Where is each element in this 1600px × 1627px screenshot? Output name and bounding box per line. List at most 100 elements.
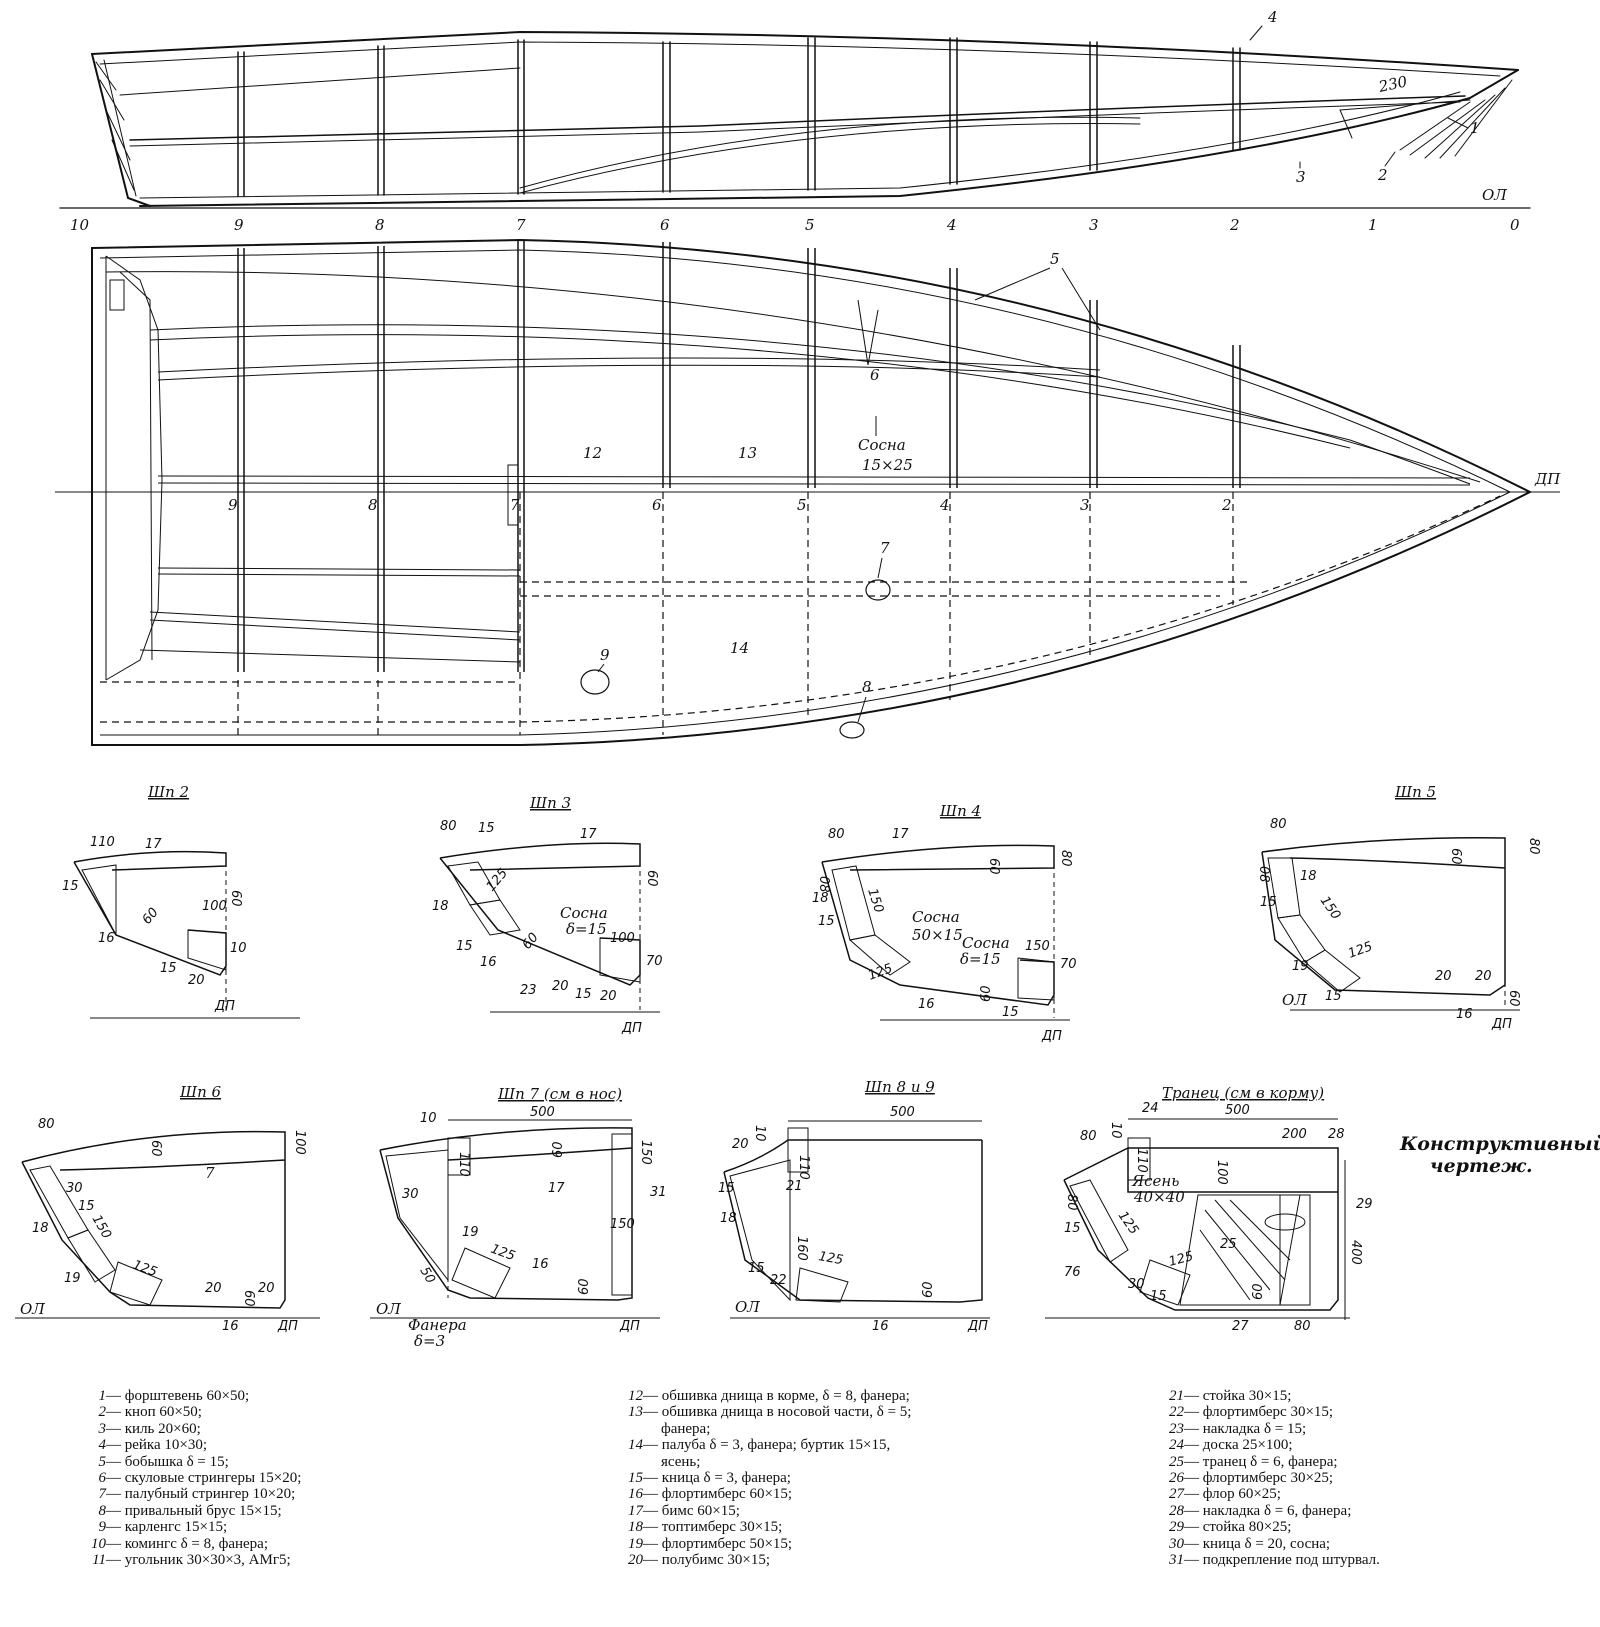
svg-text:150: 150 xyxy=(1317,894,1344,923)
legend-item: ясень; xyxy=(661,1453,701,1470)
svg-text:15: 15 xyxy=(818,914,835,929)
svg-text:80: 80 xyxy=(828,827,845,842)
svg-text:30: 30 xyxy=(1128,1277,1145,1292)
svg-text:60: 60 xyxy=(986,858,1001,875)
callout-4: 4 xyxy=(1267,8,1278,26)
svg-text:Сосна: Сосна xyxy=(912,908,960,926)
plan-callout-8: 8 xyxy=(862,678,872,696)
legend-item: 23— накладка δ = 15; xyxy=(1169,1420,1307,1437)
svg-text:20: 20 xyxy=(1435,969,1452,984)
profile-station-2: 2 xyxy=(1229,216,1240,234)
svg-text:60: 60 xyxy=(921,1281,936,1298)
svg-text:60: 60 xyxy=(1448,848,1463,865)
svg-text:125: 125 xyxy=(1167,1249,1195,1270)
svg-text:10: 10 xyxy=(1108,1122,1123,1139)
svg-text:18: 18 xyxy=(32,1221,49,1236)
legend-item: 11— угольник 30×30×3, АМг5; xyxy=(92,1552,291,1569)
legend-item: 19— флортимберс 50×15; xyxy=(628,1535,793,1552)
svg-text:25: 25 xyxy=(1220,1237,1237,1252)
svg-text:80: 80 xyxy=(1270,817,1287,832)
svg-text:ДП: ДП xyxy=(621,1021,642,1036)
legend-item: 12— обшивка днища в корме, δ = 8, фанера… xyxy=(628,1388,910,1404)
section-frame-4: Шп 4 80 17 60 80 08 18 15 150 Сосна 50×1… xyxy=(812,802,1077,1044)
svg-text:16: 16 xyxy=(532,1257,549,1272)
svg-text:ДП: ДП xyxy=(1491,1017,1512,1032)
plan-station-4: 4 xyxy=(939,496,950,514)
drawing-title-line1: Конструктивный xyxy=(1399,1133,1600,1155)
svg-text:31: 31 xyxy=(650,1185,667,1200)
legend-item: 2— кноп 60×50; xyxy=(98,1404,202,1421)
svg-text:50: 50 xyxy=(417,1265,438,1287)
hull-outline xyxy=(91,238,1533,746)
svg-text:60: 60 xyxy=(1506,990,1521,1007)
callout-2: 2 xyxy=(1377,166,1388,184)
plan-station-2: 2 xyxy=(1221,496,1232,514)
svg-text:15: 15 xyxy=(1150,1289,1167,1304)
svg-text:ОЛ: ОЛ xyxy=(376,1300,401,1318)
svg-text:21: 21 xyxy=(786,1179,803,1194)
profile-station-8: 8 xyxy=(375,216,385,234)
svg-text:110: 110 xyxy=(1134,1148,1149,1173)
svg-text:28: 28 xyxy=(1328,1127,1345,1142)
svg-text:16: 16 xyxy=(222,1319,239,1334)
legend-item: 8— привальный брус 15×15; xyxy=(98,1502,282,1519)
svg-text:24: 24 xyxy=(1142,1101,1159,1116)
svg-text:15: 15 xyxy=(1002,1005,1019,1020)
svg-text:100: 100 xyxy=(610,931,635,946)
svg-text:δ=15: δ=15 xyxy=(566,920,607,938)
profile-station-7: 7 xyxy=(516,216,526,234)
svg-text:20: 20 xyxy=(258,1281,275,1296)
svg-text:ОЛ: ОЛ xyxy=(20,1300,45,1318)
legend-item: 5— бобышка δ = 15; xyxy=(98,1453,229,1470)
section-title: Шп 5 xyxy=(1394,783,1436,801)
svg-text:17: 17 xyxy=(892,827,909,842)
svg-text:70: 70 xyxy=(1060,957,1077,972)
legend-item: 20— полубимс 30×15; xyxy=(628,1552,771,1569)
section-title: Шп 6 xyxy=(179,1083,222,1101)
svg-text:20: 20 xyxy=(552,979,569,994)
svg-text:17: 17 xyxy=(145,837,162,852)
svg-text:ОЛ: ОЛ xyxy=(1282,991,1307,1009)
svg-text:16: 16 xyxy=(872,1319,889,1334)
svg-text:18: 18 xyxy=(432,899,449,914)
svg-text:16: 16 xyxy=(1456,1007,1473,1022)
svg-text:60: 60 xyxy=(577,1278,592,1295)
profile-view: 10 9 8 7 6 5 4 3 2 1 0 ОЛ 230 4 1 2 3 xyxy=(59,8,1531,234)
section-title: Шп 7 (см в нос) xyxy=(497,1085,622,1103)
section-transom: Транец (см в корму) 24 500 80 10 200 28 … xyxy=(1045,1084,1373,1334)
svg-text:100: 100 xyxy=(292,1130,307,1155)
svg-text:08: 08 xyxy=(1256,866,1271,883)
legend-item: 14— палуба δ = 3, фанера; буртик 15×15, xyxy=(628,1437,891,1454)
svg-text:500: 500 xyxy=(530,1105,555,1120)
svg-text:150: 150 xyxy=(638,1140,653,1165)
svg-text:ДП: ДП xyxy=(1041,1029,1062,1044)
section-title: Шп 8 и 9 xyxy=(864,1078,935,1096)
legend-item: 1— форштевень 60×50; xyxy=(98,1388,250,1404)
svg-text:80: 80 xyxy=(1080,1129,1097,1144)
sheer-line xyxy=(91,30,1519,71)
legend-item: 31— подкрепление под штурвал. xyxy=(1169,1552,1380,1569)
svg-text:δ=15: δ=15 xyxy=(960,950,1001,968)
svg-text:ДП: ДП xyxy=(214,999,235,1014)
svg-text:30: 30 xyxy=(66,1181,83,1196)
panel-label-12: 12 xyxy=(583,444,602,462)
svg-text:18: 18 xyxy=(812,891,829,906)
profile-station-3: 3 xyxy=(1089,216,1099,234)
svg-text:125: 125 xyxy=(817,1249,844,1268)
legend-item: 4— рейка 10×30; xyxy=(98,1437,208,1454)
svg-text:60: 60 xyxy=(228,890,243,907)
svg-text:18: 18 xyxy=(1300,869,1317,884)
plan-callout-5: 5 xyxy=(1050,250,1060,268)
svg-text:ДП: ДП xyxy=(277,1319,298,1334)
svg-text:Сосна: Сосна xyxy=(962,934,1010,952)
legend-item: 15— кница δ = 3, фанера; xyxy=(628,1470,791,1487)
svg-text:15: 15 xyxy=(1064,1221,1081,1236)
svg-text:10: 10 xyxy=(230,941,247,956)
svg-text:110: 110 xyxy=(90,835,115,850)
legend-item: 6— скуловые стрингеры 15×20; xyxy=(98,1470,302,1487)
svg-text:20: 20 xyxy=(188,973,205,988)
svg-text:60: 60 xyxy=(551,1141,566,1158)
svg-text:60: 60 xyxy=(148,1140,163,1157)
plan-station-9: 9 xyxy=(228,496,238,514)
